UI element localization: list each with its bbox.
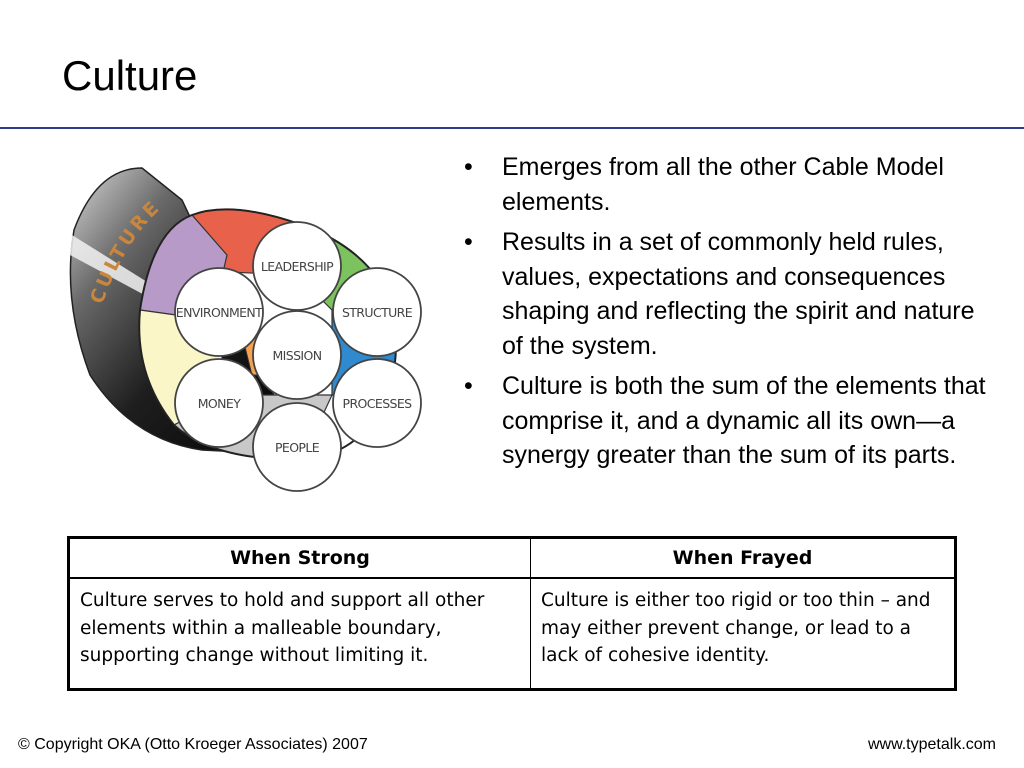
strand-people: PEOPLE [252, 402, 342, 492]
sheath-highlight [70, 235, 152, 298]
strong-vs-frayed-table: When Strong When Frayed Culture serves t… [67, 536, 957, 691]
strand-processes: PROCESSES [332, 358, 422, 448]
cable-model-illustration: LEADERSHIP ENVIRONMENT STRUCTURE MISSION… [69, 167, 422, 492]
bullet-item: Culture is both the sum of the elements … [460, 369, 1000, 473]
copyright-notice: © Copyright OKA (Otto Kroeger Associates… [18, 736, 368, 753]
strand-label: MONEY [198, 396, 241, 411]
slide-title: Culture [62, 52, 198, 99]
strand-label: STRUCTURE [342, 305, 413, 320]
website-url: www.typetalk.com [867, 736, 996, 753]
cable-model-diagram: LEADERSHIP ENVIRONMENT STRUCTURE MISSION… [62, 160, 432, 500]
strand-money: MONEY [174, 358, 264, 448]
strand-label: PROCESSES [343, 396, 413, 411]
bullet-list: Emerges from all the other Cable Model e… [460, 150, 1000, 479]
cell-when-frayed: Culture is either too rigid or too thin … [530, 577, 956, 690]
strand-label: ENVIRONMENT [176, 305, 263, 320]
strand-label: LEADERSHIP [261, 259, 334, 274]
cell-when-strong: Culture serves to hold and support all o… [68, 577, 531, 690]
strand-leadership: LEADERSHIP [252, 221, 342, 311]
bullet-item: Emerges from all the other Cable Model e… [460, 150, 1000, 219]
strand-label: MISSION [272, 348, 321, 363]
table-header-row: When Strong When Frayed [68, 537, 956, 579]
strand-structure: STRUCTURE [332, 267, 422, 357]
bullet-item: Results in a set of commonly held rules,… [460, 225, 1000, 363]
header-when-frayed: When Frayed [530, 537, 956, 579]
header-when-strong: When Strong [68, 537, 531, 579]
strand-mission: MISSION [252, 310, 342, 400]
title-divider [0, 127, 1024, 129]
table-row: Culture serves to hold and support all o… [68, 577, 956, 690]
strand-label: PEOPLE [275, 440, 320, 455]
strand-environment: ENVIRONMENT [174, 267, 264, 357]
